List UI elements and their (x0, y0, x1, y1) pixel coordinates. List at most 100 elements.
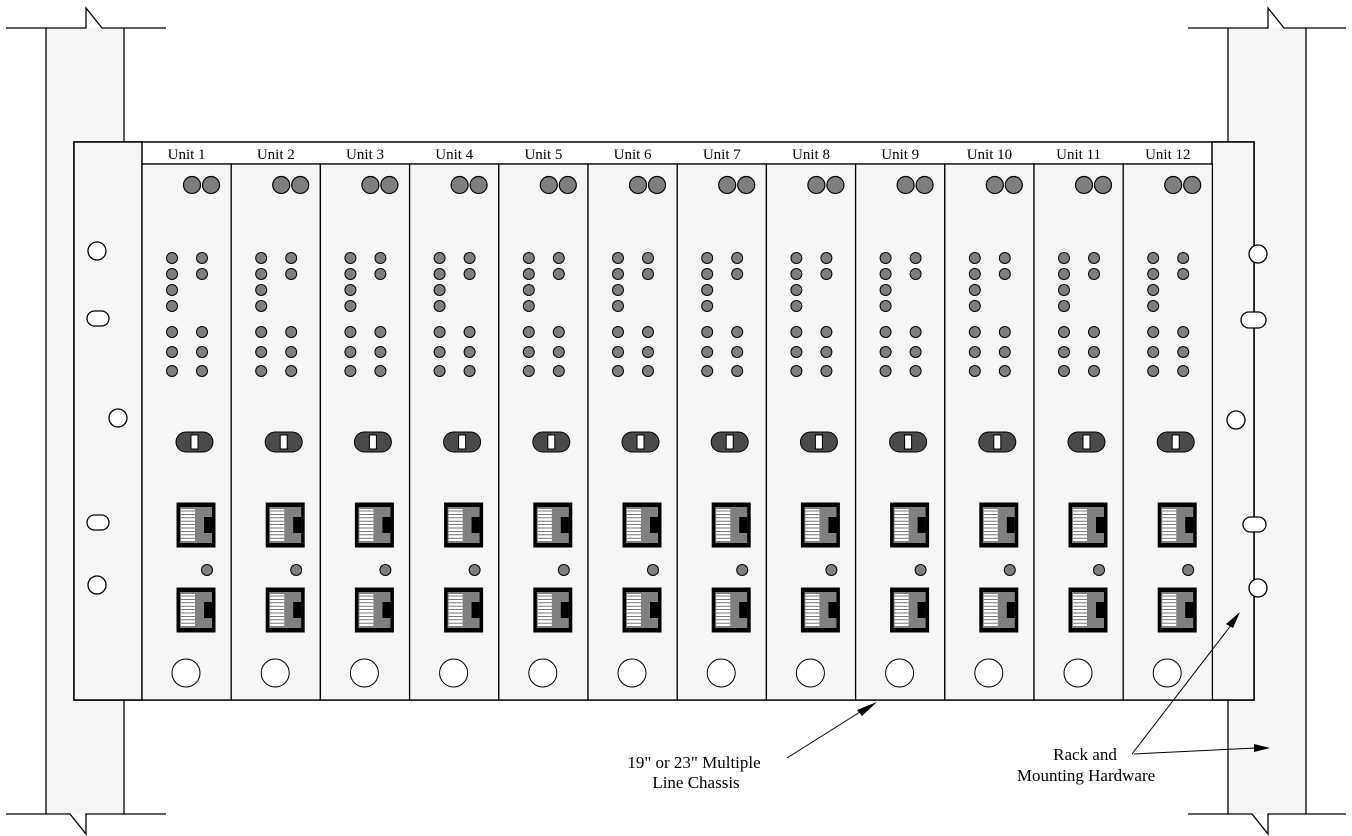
indicator-led (647, 175, 667, 195)
thumbscrew (1152, 658, 1182, 688)
status-led (1147, 365, 1160, 377)
rj-jack-pins (1162, 509, 1177, 541)
status-led (612, 284, 624, 296)
rj-jack-tab (560, 602, 569, 618)
status-led (285, 346, 298, 358)
rj-jack-pins (270, 594, 285, 626)
status-led (998, 252, 1011, 264)
unit-card: Unit 1 (141, 147, 232, 701)
status-led (1147, 252, 1160, 264)
rj-jack-tab (739, 517, 748, 533)
status-led (166, 268, 178, 280)
indicator-led (915, 175, 934, 195)
thumbscrew (974, 658, 1004, 688)
status-led (731, 268, 744, 280)
rj-jack-pins (983, 594, 998, 626)
toggle-switch-lever (368, 434, 377, 450)
rj-jack-tab (828, 602, 837, 618)
status-led (433, 365, 446, 377)
status-led (196, 326, 208, 338)
status-led (1177, 365, 1190, 377)
status-led (790, 252, 803, 264)
status-led (285, 252, 298, 264)
mount-hole (1248, 244, 1268, 264)
thumbscrew (617, 658, 647, 688)
unit-card: Unit 7 (676, 147, 768, 701)
status-led (998, 268, 1011, 280)
indicator-led (450, 175, 469, 195)
status-led (552, 252, 565, 264)
status-led (166, 326, 178, 338)
status-led (790, 365, 803, 377)
status-led (968, 252, 981, 264)
status-led (820, 268, 833, 280)
toggle-switch-lever (993, 434, 1002, 450)
mount-slot (1242, 516, 1267, 533)
status-led (1177, 326, 1190, 338)
status-led (879, 300, 892, 312)
status-led (255, 284, 268, 296)
unit-card: Unit 4 (408, 147, 500, 701)
indicator-led (1183, 175, 1202, 195)
status-led (968, 326, 981, 338)
indicator-led (718, 175, 737, 195)
status-led (998, 326, 1011, 338)
thumbscrew (885, 658, 915, 688)
status-led (909, 346, 922, 358)
toggle-switch-lever (458, 434, 467, 450)
status-led (790, 268, 803, 280)
status-led (1088, 252, 1100, 264)
status-led (1058, 326, 1070, 338)
rj-jack-tab (1185, 602, 1194, 618)
status-led (909, 268, 922, 280)
rj-jack-pins (537, 509, 552, 541)
status-led (374, 346, 387, 358)
status-led (344, 346, 357, 358)
port-led (290, 564, 303, 576)
status-led (1058, 300, 1070, 312)
port-led (1182, 564, 1195, 576)
status-led (166, 346, 178, 358)
status-led (701, 300, 714, 312)
port-led (201, 564, 213, 576)
rack-callout: Rack and Mounting Hardware (1017, 612, 1270, 785)
status-led (968, 284, 981, 296)
thumbscrew (349, 658, 379, 688)
rj-jack-tab (204, 602, 212, 618)
status-led (612, 252, 624, 264)
indicator-led (1004, 175, 1023, 195)
status-led (1147, 300, 1160, 312)
status-led (731, 252, 744, 264)
status-led (344, 284, 357, 296)
status-led (344, 300, 357, 312)
status-led (612, 365, 624, 377)
mount-hole (1248, 578, 1268, 598)
unit-card: Unit 5 (498, 147, 589, 701)
status-led (552, 365, 565, 377)
status-led (344, 252, 357, 264)
thumbscrew (706, 658, 736, 688)
status-led (1147, 268, 1160, 280)
right-ear-holes (1226, 244, 1268, 598)
status-led (968, 268, 981, 280)
rack-callout-line1: Rack and (1053, 745, 1117, 764)
status-led (642, 326, 654, 338)
status-led (968, 300, 981, 312)
status-led (374, 252, 387, 264)
status-led (433, 326, 446, 338)
status-led (196, 346, 208, 358)
rj-jack-pins (1073, 509, 1087, 541)
indicator-led (380, 175, 399, 195)
rj-jack-tab (382, 517, 391, 533)
unit-label: Unit 5 (524, 147, 562, 163)
status-led (731, 365, 744, 377)
unit-card: Unit 3 (319, 147, 411, 701)
rj-jack-pins (181, 594, 195, 626)
rj-jack-pins (894, 509, 909, 541)
unit-label: Unit 1 (168, 147, 206, 163)
rj-jack-tab (1096, 517, 1104, 533)
status-led (642, 365, 654, 377)
status-led (701, 346, 714, 358)
status-led (612, 268, 624, 280)
